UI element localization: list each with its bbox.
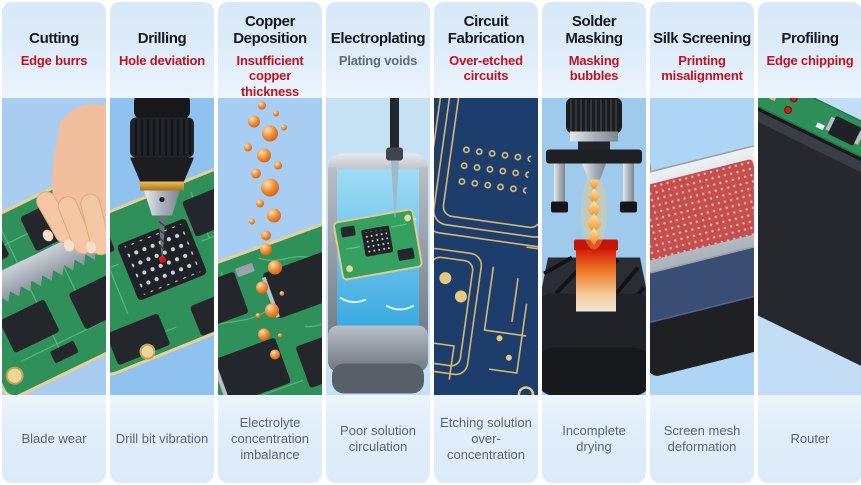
- tank-shadow: [332, 363, 424, 394]
- tank-base: [328, 325, 428, 372]
- step-title: Drilling: [137, 30, 187, 48]
- process-column-silk-screening: Silk Screening Printing misalignment: [650, 2, 754, 483]
- submerged-pcb: [333, 208, 423, 281]
- step-cause: Etching solution over-concentration: [434, 395, 538, 483]
- process-column-solder-masking: Solder Masking Masking bubbles: [542, 2, 646, 483]
- copper-deposition-illustration: [218, 98, 322, 395]
- silk-screening-illustration: [650, 98, 754, 395]
- process-column-cutting: Cutting Edge burrs: [2, 2, 106, 483]
- step-cause: Electrolyte concentration imbalance: [218, 395, 322, 483]
- fingernails: [42, 229, 97, 254]
- solder-masking-illustration: [542, 98, 646, 395]
- step-title: Copper Deposition: [233, 13, 307, 48]
- profiling-illustration: [758, 98, 861, 395]
- cause-label: Router: [790, 430, 830, 446]
- step-header: Cutting Edge burrs: [2, 2, 106, 98]
- cutting-illustration: [2, 98, 106, 395]
- routed-panel: [758, 98, 861, 380]
- electrode-probe: [386, 98, 403, 218]
- navy-pcb-board: [434, 98, 538, 395]
- electroplating-illustration: [326, 98, 430, 395]
- step-defect-label: Insufficient copper thickness: [236, 53, 304, 99]
- green-pcb-board: [110, 165, 214, 376]
- hand: [36, 103, 106, 256]
- mounting-holes: [517, 386, 535, 395]
- drill: [130, 98, 194, 258]
- step-header: Solder Masking Masking bubbles: [542, 2, 646, 98]
- step-defect-label: Over-etched circuits: [449, 53, 523, 84]
- process-column-electroplating: Electroplating Plating voids: [326, 2, 430, 483]
- copper-droplets-on-board: [255, 243, 285, 360]
- step-header: Electroplating Plating voids: [326, 2, 430, 98]
- step-cause: Incomplete drying: [542, 395, 646, 483]
- screen-frame-stack: [650, 144, 754, 376]
- step-cause: Poor solution circulation: [326, 395, 430, 483]
- step-title: Solder Masking: [565, 13, 623, 48]
- step-title: Profiling: [781, 30, 839, 48]
- step-defect-label: Masking bubbles: [568, 53, 620, 84]
- cause-label: Screen mesh deformation: [663, 422, 741, 454]
- nozzle: [582, 163, 606, 180]
- cause-label: Incomplete drying: [562, 422, 626, 454]
- step-defect-label: Edge burrs: [20, 53, 88, 68]
- process-column-copper-deposition: Copper Deposition Insufficient copper th…: [218, 2, 322, 483]
- step-header: Silk Screening Printing misalignment: [650, 2, 754, 98]
- step-defect-label: Hole deviation: [118, 53, 206, 68]
- drill-target-dot: [159, 255, 166, 263]
- cause-label: Drill bit vibration: [115, 430, 209, 446]
- step-cause: Router: [758, 395, 861, 483]
- step-cause: Drill bit vibration: [110, 395, 214, 483]
- via-grid: [453, 136, 533, 199]
- hot-strip-cap: [574, 239, 618, 251]
- step-title: Silk Screening: [653, 30, 751, 48]
- step-defect-label: Plating voids: [338, 53, 418, 68]
- drilling-illustration: [110, 98, 214, 395]
- step-header: Circuit Fabrication Over-etched circuits: [434, 2, 538, 98]
- process-column-drilling: Drilling Hole deviation: [110, 2, 214, 483]
- cause-label: Etching solution over-concentration: [440, 414, 532, 463]
- step-title: Electroplating: [330, 30, 426, 48]
- step-title: Cutting: [29, 30, 79, 48]
- step-header: Profiling Edge chipping: [758, 2, 861, 98]
- step-header: Drilling Hole deviation: [110, 2, 214, 98]
- cause-label: Blade wear: [21, 430, 87, 446]
- hot-strip: [576, 249, 616, 312]
- green-pcb-edge-strip: [758, 98, 861, 212]
- step-defect-label: Edge chipping: [766, 53, 854, 68]
- step-cause: Blade wear: [2, 395, 106, 483]
- copper-droplets: [244, 101, 287, 241]
- process-column-profiling: Profiling Edge chipping: [758, 2, 861, 483]
- step-header: Copper Deposition Insufficient copper th…: [218, 2, 322, 99]
- liquid-ripples: [339, 216, 417, 311]
- step-defect-label: Printing misalignment: [661, 53, 743, 84]
- flame: [581, 173, 607, 250]
- cause-label: Poor solution circulation: [340, 422, 416, 454]
- step-cause: Screen mesh deformation: [650, 395, 754, 483]
- circuit-fabrication-illustration: [434, 98, 538, 395]
- cause-label: Electrolyte concentration imbalance: [230, 414, 310, 463]
- process-column-circuit-fabrication: Circuit Fabrication Over-etched circuits: [434, 2, 538, 483]
- press-head: [546, 98, 642, 213]
- step-title: Circuit Fabrication: [447, 13, 525, 48]
